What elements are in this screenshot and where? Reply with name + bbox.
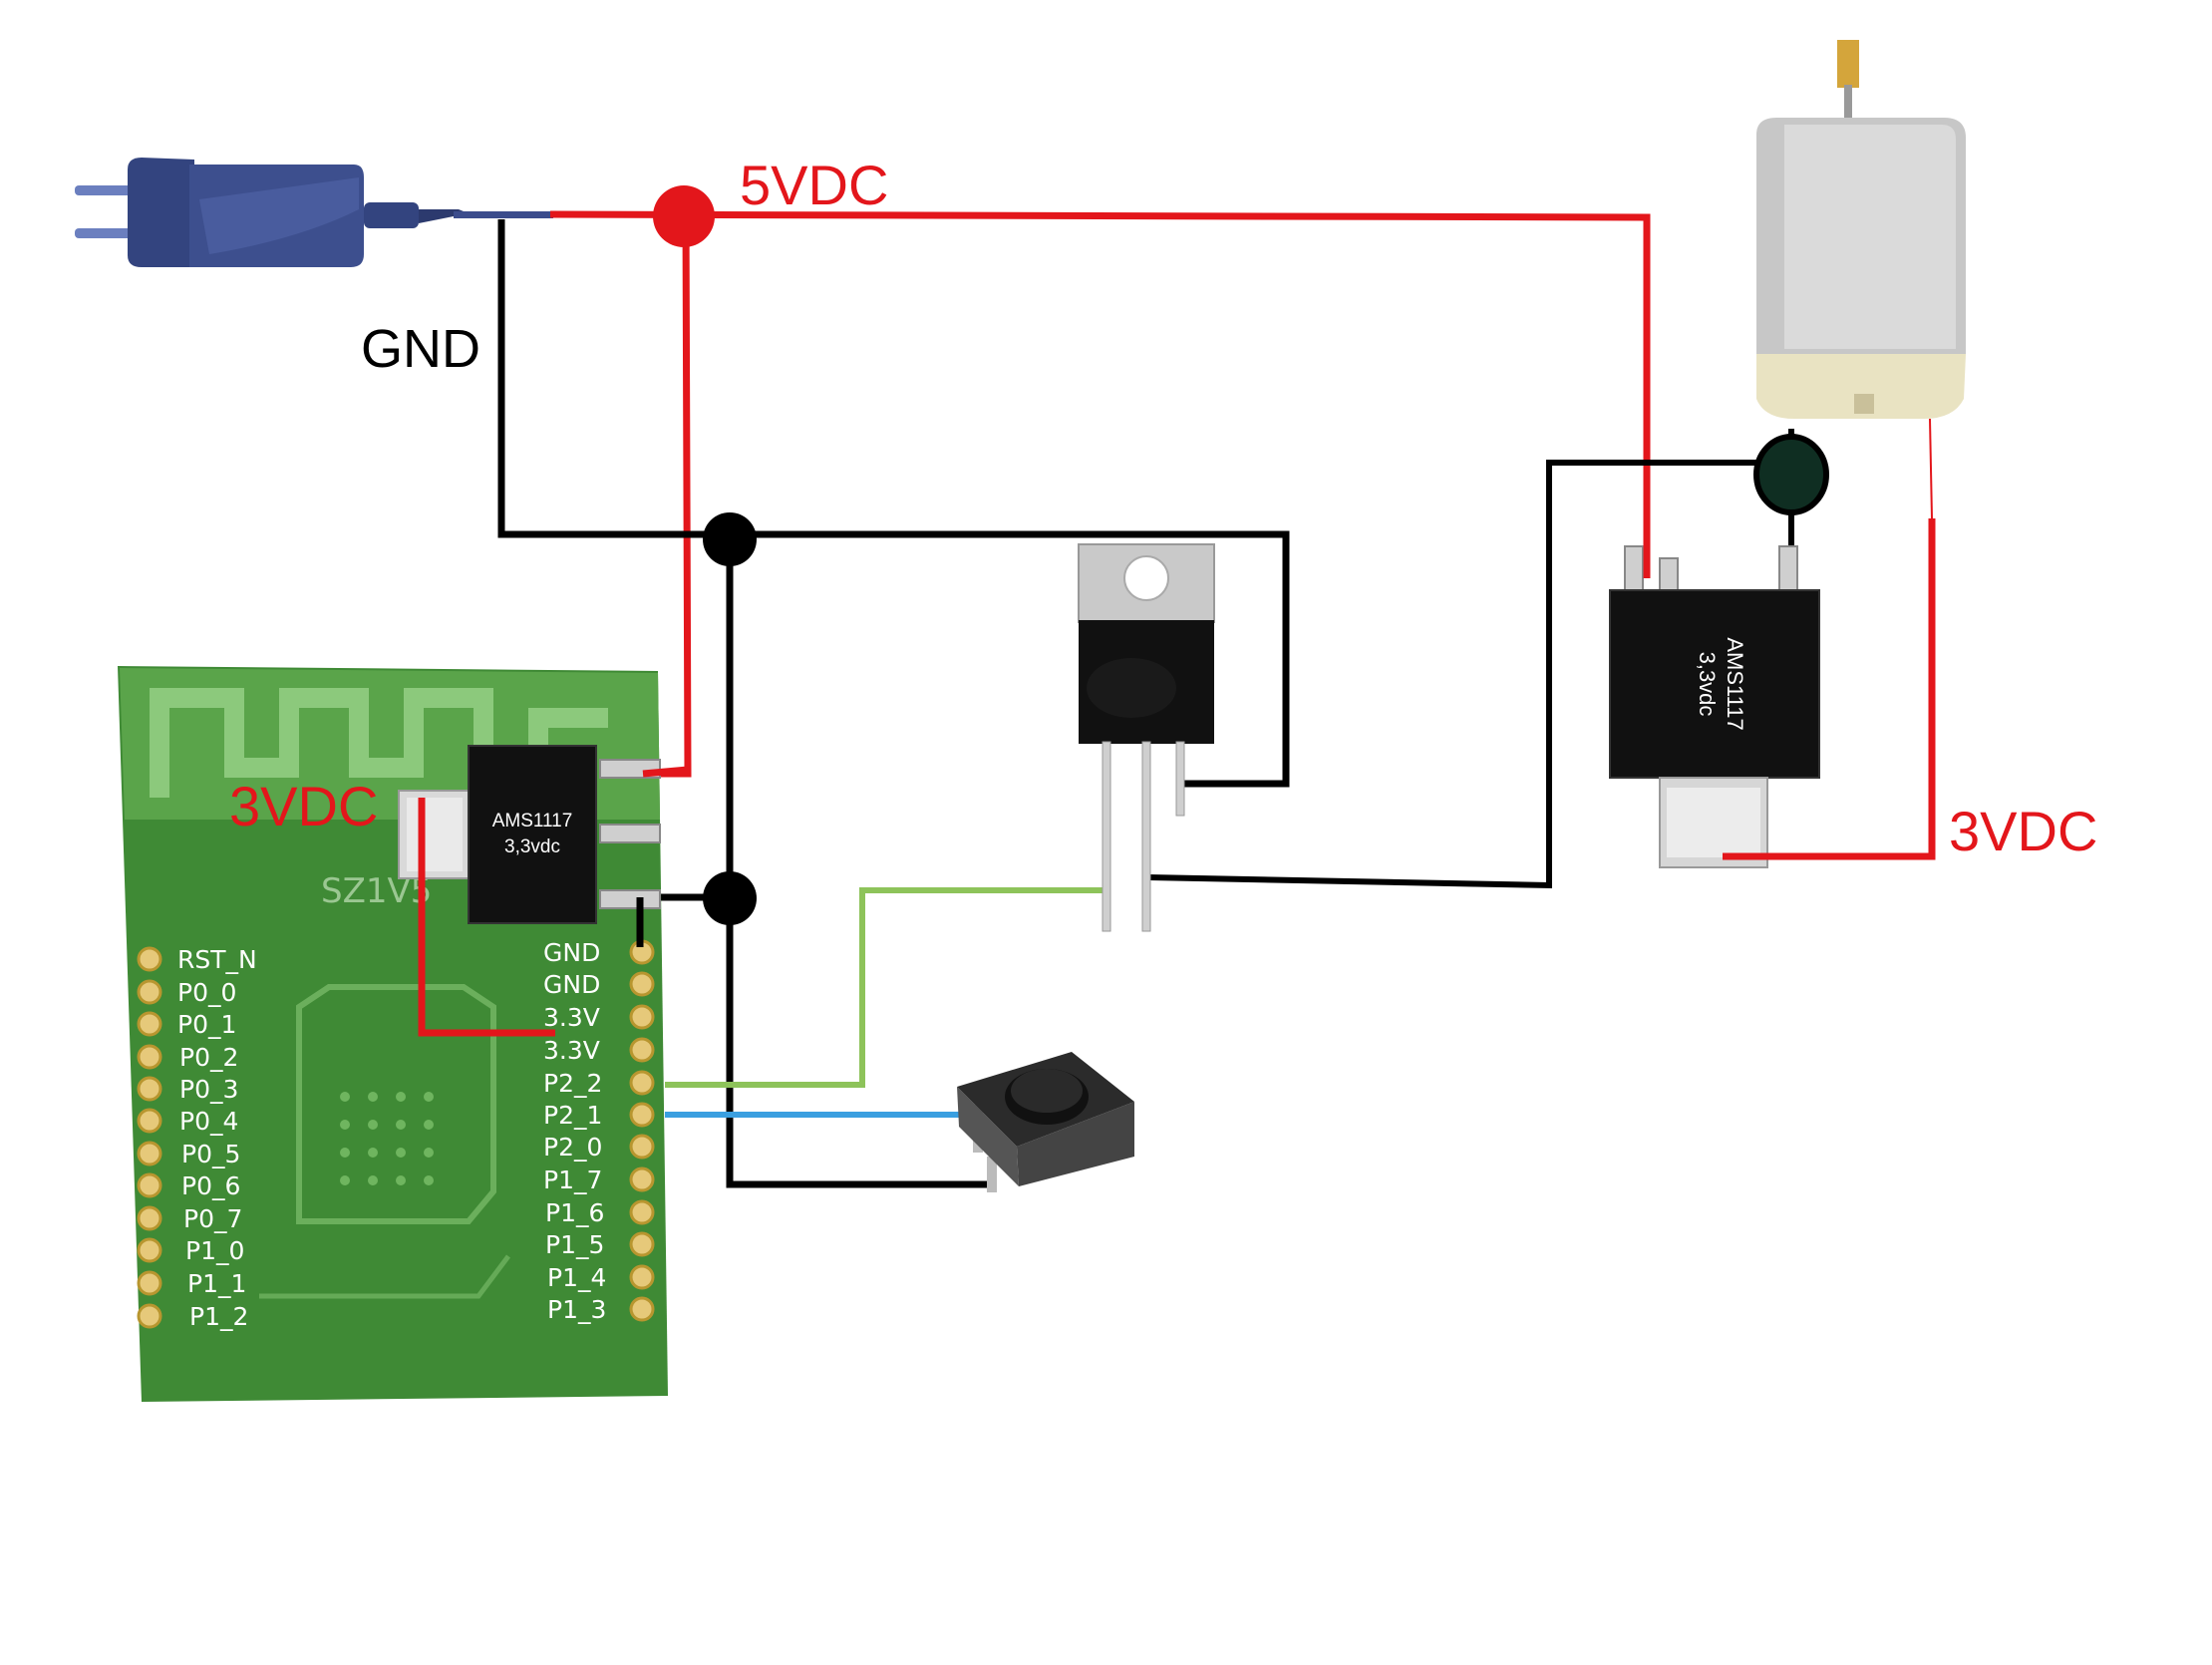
pin-label: P2_0 [543,1133,602,1162]
pin-label: P0_2 [179,1043,238,1072]
wire-gnd-charger [497,219,1290,788]
pin-label: P1_4 [547,1263,606,1292]
junction-5v [653,185,715,247]
pin-label: P1_3 [547,1295,606,1324]
pin-label: GND [543,938,600,967]
label-gnd: GND [361,319,480,379]
dc-motor-icon [1756,40,1966,419]
label-5vdc: 5VDC [740,154,888,216]
module-pads-left [137,946,162,1329]
pin-label: P1_0 [185,1236,244,1265]
motor-regulator-icon: AMS1117 3,3vdc [1609,545,1820,868]
tactile-push-button-icon [957,1052,1134,1192]
pin-label: P1_5 [545,1230,604,1259]
pin-label: P0_1 [177,1010,236,1039]
pin-label: 3.3V [543,1036,600,1065]
pin-label: P0_7 [183,1204,242,1233]
motor-regulator-line2: 3,3vdc [1695,652,1720,717]
module-pin-labels-left: RST_N P0_0 P0_1 P0_2 P0_3 P0_4 P0_5 P0_6… [177,945,257,1331]
pin-label: RST_N [177,945,257,974]
pin-label: P0_5 [181,1140,240,1168]
pin-label: P0_0 [177,978,236,1007]
motor-regulator-line1: AMS1117 [1723,637,1747,730]
junction-gnd-bottom [703,871,757,925]
pin-label: P1_7 [543,1166,602,1194]
pin-label: P0_6 [181,1171,240,1200]
usb-wall-charger-icon [75,158,553,267]
wire-transistor-motor [1147,460,1769,889]
diode-icon [1753,429,1829,548]
pin-label: P2_2 [543,1069,602,1098]
label-3vdc-module: 3VDC [229,775,378,837]
pin-label: P0_4 [179,1107,238,1136]
module-regulator-line1: AMS1117 [492,811,573,832]
wire-signal-p2-2 [665,887,1108,1088]
pin-label: P0_3 [179,1075,238,1104]
junction-gnd-top [703,512,757,566]
pin-label: P1_2 [189,1302,248,1331]
module-regulator-line2: 3,3vdc [504,836,560,857]
pin-label: P1_6 [545,1198,604,1227]
label-3vdc-motor: 3VDC [1949,800,2097,862]
pin-label: GND [543,970,600,999]
module-regulator-icon: AMS1117 3,3vdc [398,745,661,924]
pin-label: 3.3V [543,1003,600,1032]
pin-label: P2_1 [543,1101,602,1130]
wire-5v-main [549,210,1651,578]
pin-label: P1_1 [187,1269,246,1298]
module-pin-labels-right: GND GND 3.3V 3.3V P2_2 P2_1 P2_0 P1_7 P1… [543,938,606,1324]
module-pads-right [629,939,655,1322]
bluetooth-module-icon: SZ1V5 RST_N P0_0 P0_1 P0_2 P0_3 P0_4 P0_… [118,666,668,1402]
wire-gnd-vertical [726,538,987,1188]
to220-transistor-icon [1078,543,1215,932]
